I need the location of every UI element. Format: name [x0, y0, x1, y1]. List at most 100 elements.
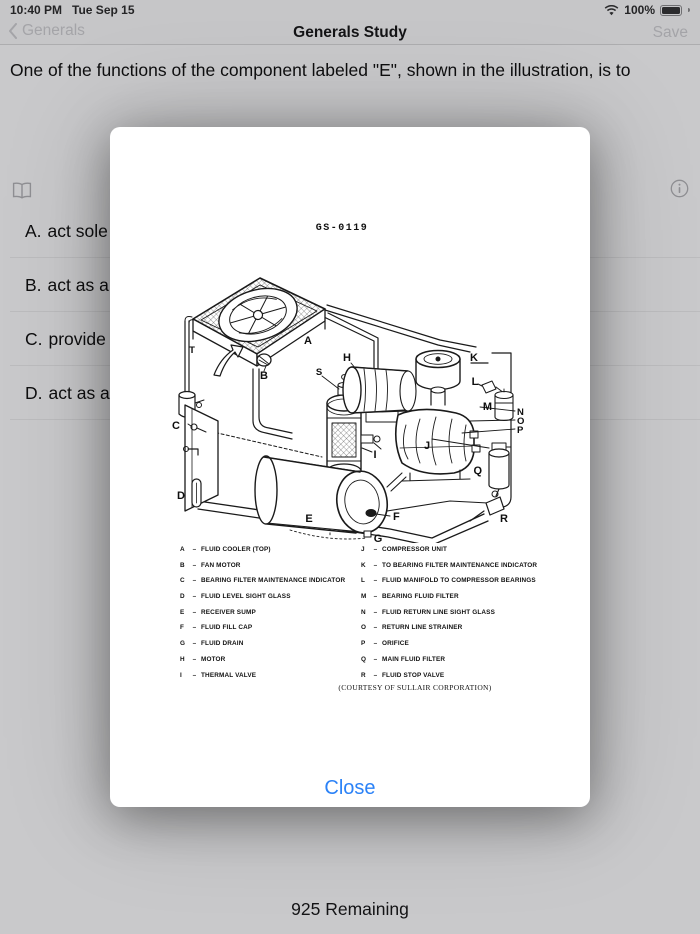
legend-key: E	[180, 608, 185, 616]
legend-key: Q	[361, 655, 367, 663]
diagram-label-h: H	[343, 352, 351, 364]
legend-item: L–FLUID MANIFOLD TO COMPRESSOR BEARINGS	[361, 577, 536, 585]
legend-desc: BEARING FLUID FILTER	[382, 593, 459, 601]
legend-key: F	[180, 624, 185, 632]
legend-desc: BEARING FILTER MAINTENANCE INDICATOR	[201, 577, 346, 585]
remaining-count: 925 Remaining	[291, 899, 409, 919]
diagram-label-e: E	[305, 513, 312, 525]
legend-key: P	[361, 640, 366, 648]
legend-key: O	[361, 624, 367, 632]
legend-desc: RETURN LINE STRAINER	[382, 624, 463, 632]
chevron-left-icon	[9, 23, 17, 39]
legend-key: J	[361, 546, 365, 553]
diagram-label-f: F	[393, 511, 400, 523]
answer-letter: B.	[25, 275, 42, 295]
diagram-label-p: P	[517, 425, 524, 436]
diagram-label-l: L	[472, 376, 479, 388]
save-button[interactable]: Save	[652, 24, 688, 41]
legend-item: R–FLUID STOP VALVE	[361, 671, 445, 679]
legend-left-column: A–FLUID COOLER (TOP) B–FAN MOTOR C–BEARI…	[180, 546, 346, 688]
legend-key: G	[180, 640, 186, 648]
legend-desc: RECEIVER SUMP	[201, 608, 256, 616]
diagram-label-o: O	[517, 416, 524, 427]
answer-option-b[interactable]: B.act as a	[25, 275, 109, 296]
legend-desc: THERMAL VALVE	[201, 671, 257, 679]
legend-key: N	[361, 608, 366, 616]
diagram-label-r: R	[500, 513, 508, 525]
diagram-label-k: K	[470, 352, 478, 364]
open-book-icon[interactable]	[12, 182, 32, 199]
status-date: Tue Sep 15	[72, 3, 135, 17]
fluid-system-diagram: A B C D E F G H I J K L M N O P Q R S T	[172, 277, 524, 547]
back-button[interactable]: Generals	[8, 22, 85, 40]
wifi-icon	[604, 4, 619, 15]
legend-desc: FLUID DRAIN	[201, 640, 244, 648]
legend-key: L	[361, 577, 366, 585]
illustration-modal: GS-0119	[110, 127, 590, 807]
legend-item: M–BEARING FLUID FILTER	[361, 593, 459, 601]
legend-item: N–FLUID RETURN LINE SIGHT GLASS	[361, 608, 495, 616]
legend-desc: FLUID RETURN LINE SIGHT GLASS	[382, 608, 495, 616]
figure-id: GS-0119	[315, 223, 369, 234]
legend-item: O–RETURN LINE STRAINER	[361, 624, 463, 632]
legend-item: P–ORIFICE	[361, 640, 409, 648]
legend-item: C–BEARING FILTER MAINTENANCE INDICATOR	[180, 577, 346, 585]
legend-key: A	[180, 546, 185, 553]
legend-key: H	[180, 655, 185, 663]
legend-desc: ORIFICE	[382, 640, 409, 648]
courtesy-note: (COURTESY OF SULLAIR CORPORATION)	[338, 683, 492, 692]
battery-percent: 100%	[624, 3, 655, 17]
legend-desc: TO BEARING FILTER MAINTENANCE INDICATOR	[382, 561, 538, 569]
legend-key: D	[180, 593, 185, 601]
legend-key: R	[361, 671, 366, 679]
answer-option-d[interactable]: D.act as a	[25, 383, 110, 404]
answer-letter: A.	[25, 221, 42, 241]
legend-item: A–FLUID COOLER (TOP)	[180, 546, 271, 553]
answer-text: act sole	[47, 221, 108, 241]
legend-desc: FLUID LEVEL SIGHT GLASS	[201, 593, 291, 601]
answer-option-c[interactable]: C.provide	[25, 329, 106, 350]
nav-bar: Generals Generals Study Save	[0, 20, 700, 45]
battery-icon	[660, 4, 682, 16]
legend-desc: FLUID MANIFOLD TO COMPRESSOR BEARINGS	[382, 577, 536, 585]
diagram-label-c: C	[172, 420, 180, 432]
answer-letter: D.	[25, 383, 43, 403]
legend-item: I–THERMAL VALVE	[180, 671, 257, 679]
legend-item: E–RECEIVER SUMP	[180, 608, 256, 616]
legend-item: H–MOTOR	[180, 655, 226, 663]
diagram-label-t: T	[189, 345, 195, 356]
legend-desc: MAIN FLUID FILTER	[382, 655, 446, 663]
answer-letter: C.	[25, 329, 43, 349]
legend-desc: COMPRESSOR UNIT	[382, 546, 448, 553]
legend-key: K	[361, 561, 366, 569]
legend-item: G–FLUID DRAIN	[180, 640, 244, 648]
page-title: Generals Study	[293, 24, 407, 41]
question-text: One of the functions of the component la…	[10, 60, 631, 80]
legend-key: M	[361, 593, 367, 601]
diagram-label-s: S	[316, 367, 322, 378]
diagram-label-i: I	[373, 449, 376, 461]
info-circle-icon[interactable]	[670, 179, 689, 198]
status-bar: 10:40 PM Tue Sep 15 100%	[0, 0, 700, 20]
back-label: Generals	[22, 22, 85, 39]
answer-option-a[interactable]: A.act sole	[25, 221, 108, 242]
diagram-label-g: G	[374, 533, 383, 543]
answer-text: act as a	[48, 383, 110, 403]
answer-text: act as a	[47, 275, 109, 295]
legend-desc: FLUID FILL CAP	[201, 624, 253, 632]
answer-text: provide	[48, 329, 106, 349]
legend-item: J–COMPRESSOR UNIT	[361, 546, 448, 553]
legend-item: D–FLUID LEVEL SIGHT GLASS	[180, 593, 291, 601]
diagram-label-j: J	[424, 440, 430, 452]
legend-key: I	[180, 671, 182, 679]
status-time: 10:40 PM	[10, 3, 63, 17]
diagram-label-q: Q	[473, 465, 482, 477]
legend-desc: MOTOR	[201, 655, 226, 663]
diagram-label-a: A	[304, 335, 312, 347]
legend-key: B	[180, 561, 185, 569]
diagram-label-d: D	[177, 490, 185, 502]
legend-desc: FLUID STOP VALVE	[382, 671, 445, 679]
legend-item: Q–MAIN FLUID FILTER	[361, 655, 446, 663]
close-button[interactable]: Close	[110, 777, 590, 800]
